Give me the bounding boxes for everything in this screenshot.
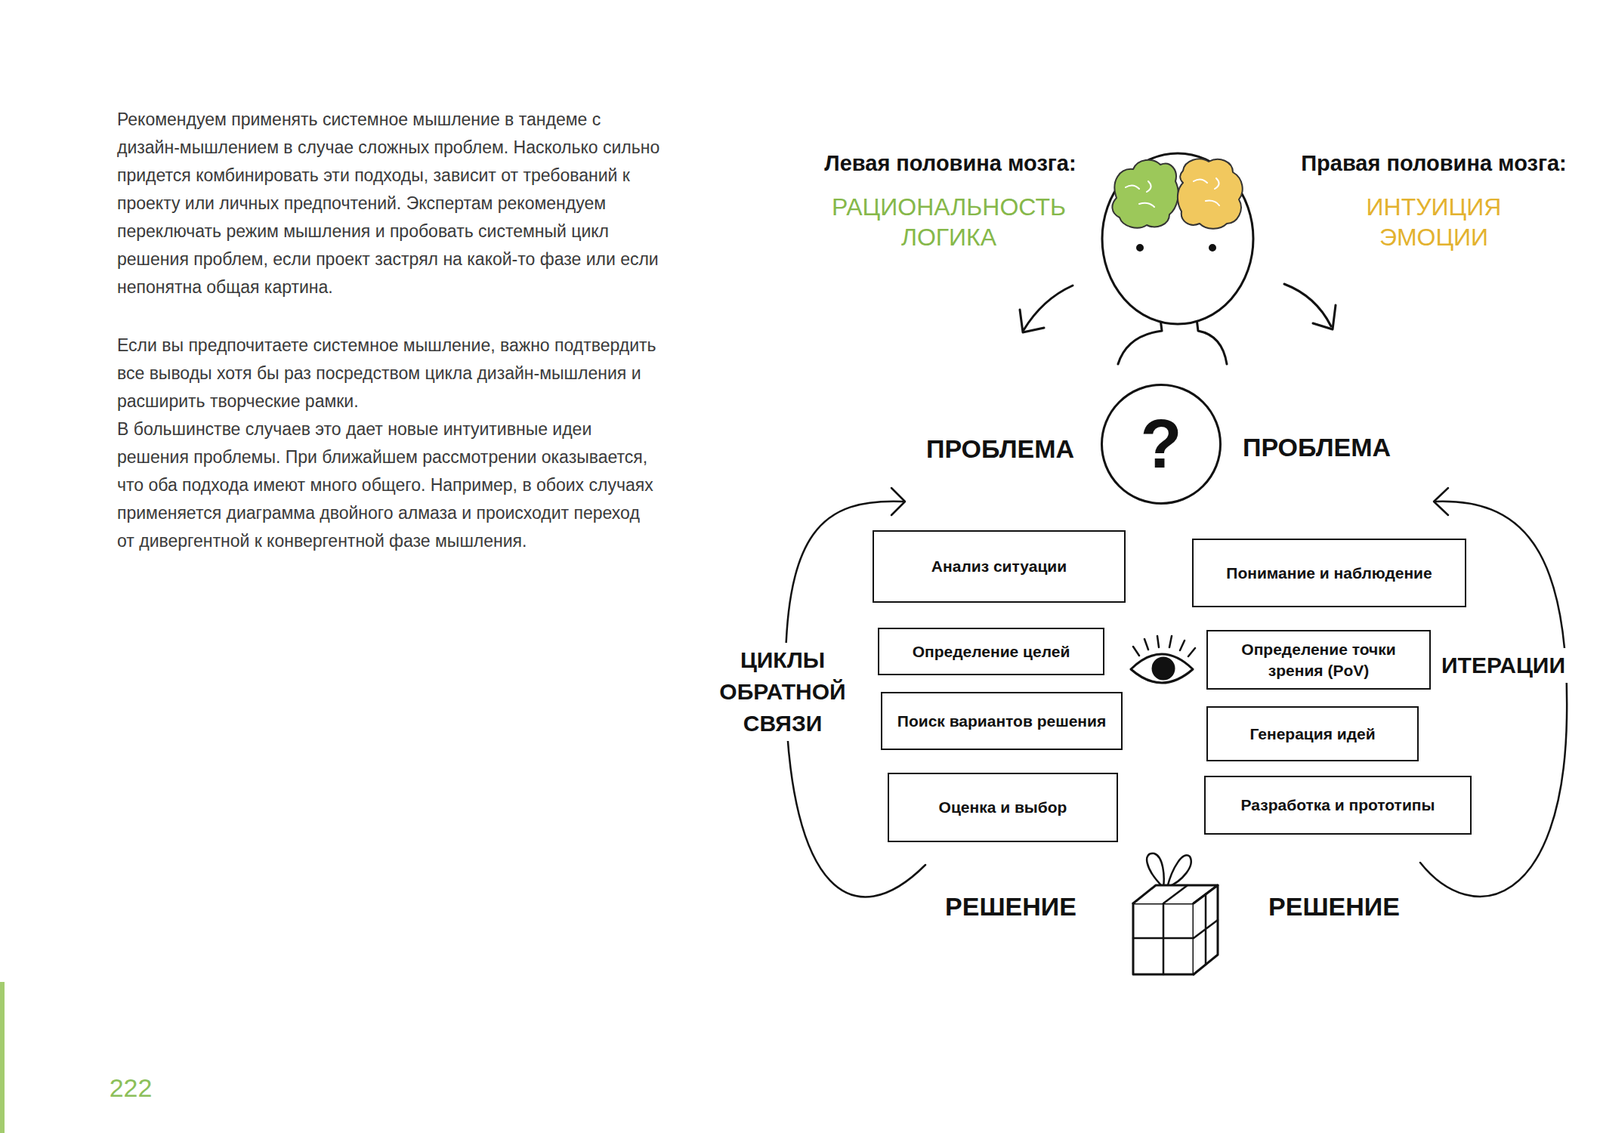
head-eye [1137, 245, 1143, 251]
eye-icon [1130, 654, 1193, 683]
gift-bow [1167, 855, 1192, 888]
box-text: Определение целей [912, 641, 1071, 663]
process-box: Разработка и прототипы [1204, 775, 1472, 835]
text-column: Рекомендуем применять системное мышление… [117, 105, 662, 556]
box-text: Понимание и наблюдение [1226, 562, 1432, 584]
iteration-loop-head [1433, 488, 1449, 516]
head-outline [1102, 153, 1254, 325]
loop-label: ИТЕРАЦИИ [1438, 648, 1569, 683]
page-edge-bar [0, 982, 5, 1133]
eye-iris [1152, 657, 1174, 680]
right-shoulder [1196, 318, 1227, 365]
page-number: 222 [109, 1073, 153, 1103]
box-text: ? [1140, 410, 1183, 479]
box-text: Генерация идей [1249, 723, 1375, 745]
box-text: Анализ ситуации [931, 555, 1067, 578]
brain-half-heading: Правая половина мозга: [1300, 151, 1567, 177]
stage-heading: ПРОБЛЕМА [926, 434, 1075, 464]
left-brain-folds [1125, 181, 1155, 207]
body-paragraph: Рекомендуем применять системное мышление… [117, 105, 662, 302]
brain-trait: ИНТУИЦИЯ ЭМОЦИИ [1366, 191, 1502, 253]
process-box: Понимание и наблюдение [1192, 538, 1467, 608]
box-text: Разработка и прототипы [1241, 794, 1436, 816]
stage-heading: РЕШЕНИЕ [945, 892, 1077, 922]
head-eye [1210, 245, 1216, 251]
body-paragraph: В большинстве случаев это дает новые инт… [117, 415, 662, 556]
left-arrow-head [1019, 309, 1045, 333]
stage-heading: РЕШЕНИЕ [1268, 892, 1400, 922]
gift-bow [1146, 853, 1165, 888]
box-text: Поиск вариантов решения [897, 710, 1106, 733]
feedback-loop-head [891, 488, 906, 516]
box-text: Определение точки зрения (PoV) [1216, 639, 1421, 682]
process-box: Оценка и выбор [887, 772, 1119, 843]
eye-lashes [1133, 636, 1196, 657]
question-circle: ? [1100, 383, 1222, 505]
process-box: Генерация идей [1206, 706, 1419, 762]
left-arrow-line [1023, 285, 1073, 331]
body-paragraph: Если вы предпочитаете системное мышление… [117, 331, 662, 416]
brain-half-heading: Левая половина мозга: [824, 151, 1076, 177]
right-arrow-line [1284, 284, 1332, 327]
stage-heading: ПРОБЛЕМА [1242, 432, 1391, 463]
process-box: Определение целей [877, 627, 1105, 676]
gift-ribbon [1133, 885, 1218, 975]
box-text: Оценка и выбор [938, 796, 1068, 819]
left-shoulder [1118, 318, 1162, 365]
process-box: Определение точки зрения (PoV) [1206, 630, 1431, 690]
right-brain-folds [1193, 178, 1220, 206]
right-arrow-head [1312, 305, 1336, 330]
left-brain [1111, 160, 1178, 229]
process-box: Поиск вариантов решения [880, 691, 1123, 751]
loop-label: ЦИКЛЫ ОБРАТНОЙ СВЯЗИ [716, 642, 849, 742]
brain-trait: РАЦИОНАЛЬНОСТЬ ЛОГИКА [831, 191, 1066, 253]
right-brain [1177, 158, 1243, 229]
process-box: Анализ ситуации [872, 530, 1126, 603]
